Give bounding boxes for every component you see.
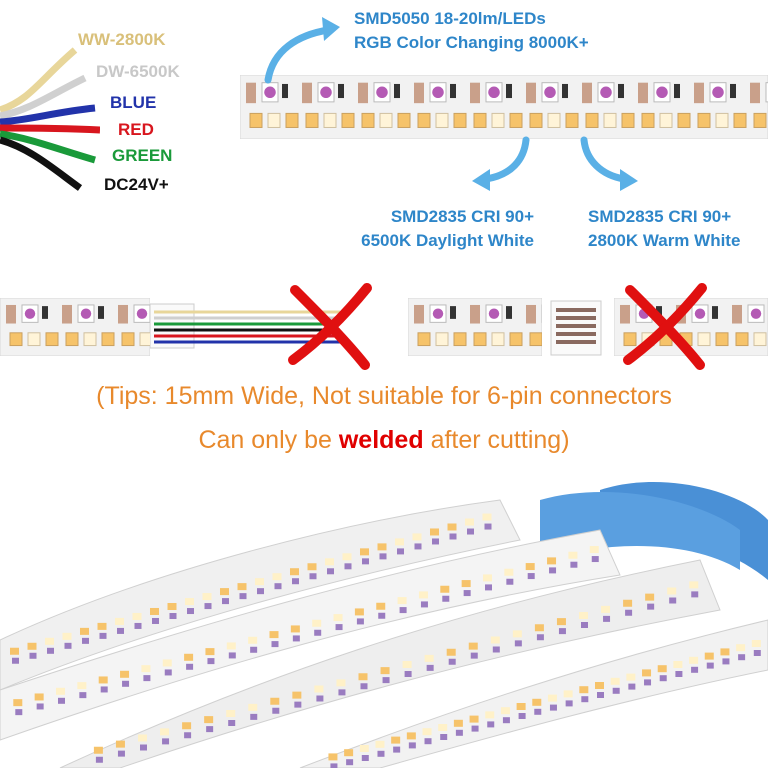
spec-rgb-line2: RGB Color Changing 8000K+ <box>354 33 589 52</box>
pin-connector-block <box>550 300 602 356</box>
spec-daylight-line1: SMD2835 CRI 90+ <box>390 207 534 226</box>
wire-label-dw: DW-6500K <box>96 62 180 81</box>
led-strip-top <box>240 75 768 139</box>
spec-daylight-line2: 6500K Daylight White <box>361 231 534 250</box>
wire-label-green: GREEN <box>112 146 173 165</box>
wire-label-blue: BLUE <box>110 93 157 112</box>
tips-line-2: Can only be welded after cutting) <box>0 426 768 455</box>
spec-rgb: SMD5050 18-20lm/LEDs RGB Color Changing … <box>354 7 589 55</box>
cross-mark-right <box>623 283 707 370</box>
pin-connector-wires <box>150 303 340 349</box>
arrow-daylight <box>472 136 530 191</box>
wire-label-red: RED <box>118 120 154 139</box>
spec-daylight: SMD2835 CRI 90+ 6500K Daylight White <box>338 205 534 253</box>
cross-mark-left <box>288 283 372 370</box>
spec-warm: SMD2835 CRI 90+ 2800K Warm White <box>588 205 740 253</box>
tips-line-2-before: Can only be <box>198 426 332 454</box>
tips-line-2-after: after cutting) <box>430 426 570 454</box>
arrow-rgb <box>264 17 340 84</box>
led-reel-photo <box>0 460 768 768</box>
spec-warm-line1: SMD2835 CRI 90+ <box>588 207 732 226</box>
strip-segment-left <box>0 298 150 356</box>
tips-line-1: (Tips: 15mm Wide, Not suitable for 6-pin… <box>96 382 672 410</box>
wire-label-dc: DC24V+ <box>104 175 169 194</box>
spec-warm-line2: 2800K Warm White <box>588 231 741 250</box>
arrow-warm <box>580 136 638 191</box>
wire-bundle <box>0 47 100 191</box>
spec-rgb-line1: SMD5050 18-20lm/LEDs <box>354 9 546 28</box>
tips-welded-emphasis: welded <box>338 426 424 454</box>
wire-label-ww: WW-2800K <box>78 30 166 49</box>
strip-segment-middle <box>408 298 542 356</box>
